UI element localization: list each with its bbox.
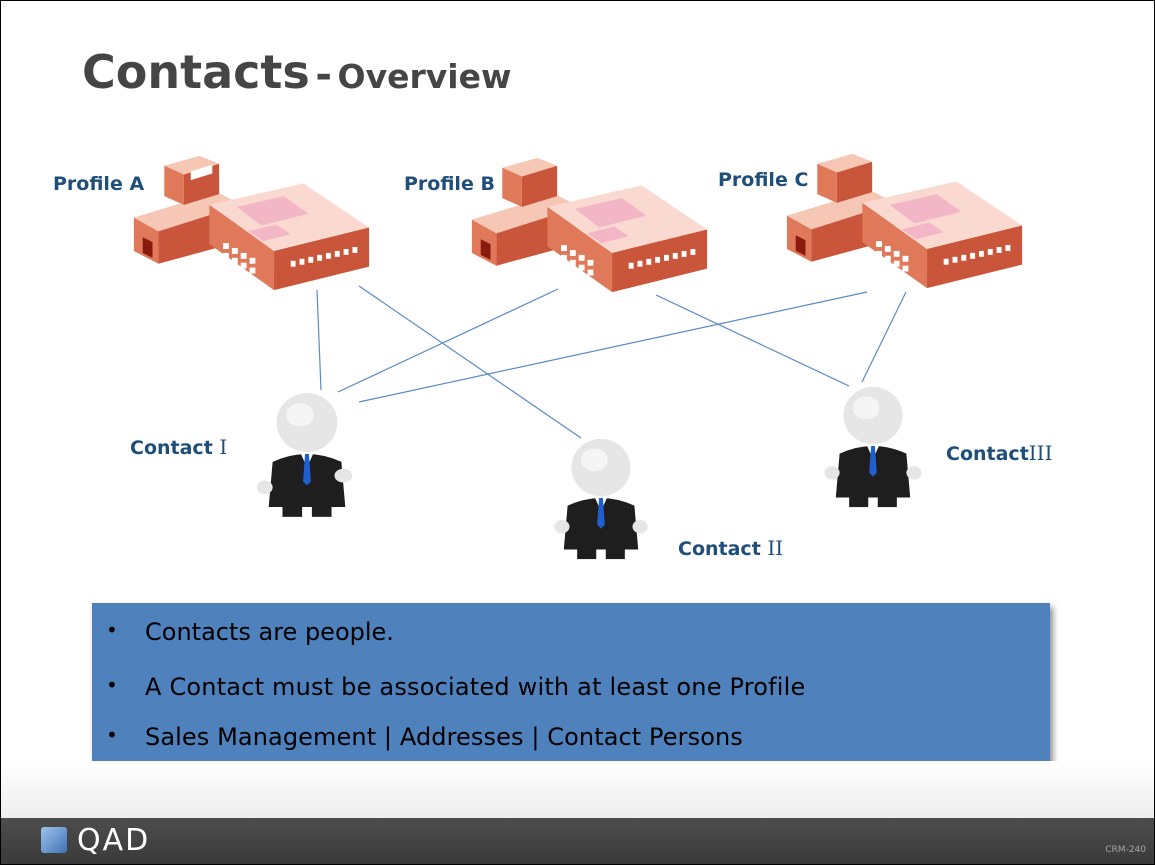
- bullet-dot: •: [106, 723, 118, 747]
- footer-bar: QAD CRM-240: [1, 818, 1154, 864]
- bullet-dot: •: [106, 673, 118, 697]
- title-sub: Overview: [337, 57, 512, 96]
- contact-2-numeral: II: [767, 536, 784, 560]
- bullet-text: Contacts are people.: [145, 618, 394, 646]
- bullet-text: A Contact must be associated with at lea…: [145, 673, 806, 701]
- contact-2-label: Contact II: [678, 536, 783, 560]
- person-icon: [824, 386, 922, 508]
- slide-id: CRM-240: [1105, 845, 1146, 855]
- contact-3-numeral: III: [1028, 441, 1053, 465]
- logo-text: QAD: [77, 823, 151, 858]
- info-box: • Contacts are people. • A Contact must …: [92, 603, 1050, 775]
- contact-3-word: Contact: [946, 443, 1029, 465]
- contact-1-numeral: I: [219, 435, 228, 459]
- building-icon: [133, 155, 370, 291]
- link-c-contact1: [358, 291, 868, 403]
- building-icon: [471, 157, 708, 293]
- title-separator: -: [315, 52, 332, 98]
- person-icon: [256, 393, 353, 517]
- bullet-dot: •: [106, 618, 118, 642]
- contact-3-label: ContactIII: [946, 441, 1052, 465]
- title-main: Contacts: [82, 45, 310, 99]
- qad-logo-icon: [41, 827, 67, 853]
- link-a-contact1: [316, 289, 322, 391]
- person-icon: [554, 438, 648, 560]
- connector-lines: [316, 285, 907, 439]
- contact-1-word: Contact: [130, 437, 213, 459]
- building-icon: [786, 153, 1023, 289]
- slide-title: Contacts - Overview: [82, 45, 511, 99]
- contact-2-word: Contact: [678, 538, 761, 560]
- link-b-contact3: [655, 294, 850, 387]
- contact-1-label: Contact I: [130, 435, 227, 459]
- link-b-contact1: [337, 288, 559, 393]
- profile-c-label: Profile C: [718, 169, 809, 191]
- link-a-contact2: [358, 285, 582, 439]
- profile-a-label: Profile A: [53, 173, 145, 195]
- footer-fade: [1, 761, 1154, 818]
- profile-b-label: Profile B: [404, 173, 495, 195]
- link-c-contact3: [861, 291, 907, 383]
- bullet-text: Sales Management | Addresses | Contact P…: [145, 723, 743, 751]
